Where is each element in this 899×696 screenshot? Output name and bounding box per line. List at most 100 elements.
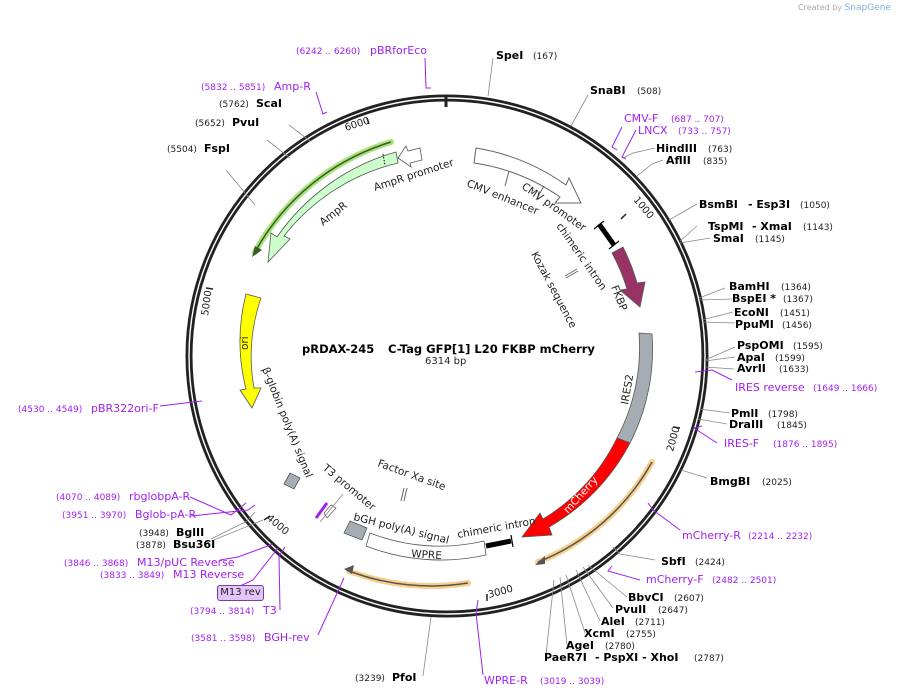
enzyme-smai: SmaI <box>713 232 744 245</box>
enzyme-bspei: BspEI * <box>732 292 776 305</box>
map-label-text: (1456) <box>782 321 812 331</box>
wpre-orf <box>346 568 471 589</box>
map-label-text: (1050) <box>800 201 830 211</box>
enzyme-tspmi: TspMI <box>708 220 744 233</box>
enzyme-pspomi: PspOMI <box>737 339 784 352</box>
enzyme-agei: AgeI <box>566 639 594 652</box>
primer-t3: T3 <box>262 604 277 617</box>
enzyme-pvui: PvuI <box>232 116 259 129</box>
map-label-text: (5832 .. 5851) <box>201 83 265 93</box>
cmv-feature-arrow[interactable] <box>473 147 582 204</box>
primer-rbglobpa-r: rbglobpA-R <box>129 490 190 503</box>
primer-m13-reverse: M13 Reverse <box>173 568 244 581</box>
map-label-text: - PspXI - XhoI <box>595 651 678 664</box>
plasmid-description: C-Tag GFP[1] L20 FKBP mCherry <box>388 342 595 356</box>
primer-pbrforeco: pBRforEco <box>370 44 427 57</box>
plasmid-length: 6314 bp <box>425 356 466 367</box>
enzyme-pvuii: PvuII <box>615 603 646 616</box>
enzyme-fspi: FspI <box>204 142 230 155</box>
map-label-text: (1633) <box>779 365 809 375</box>
map-label-text: (1595) <box>793 342 823 352</box>
map-label-text: (5762) <box>219 100 249 110</box>
tick-3000: 3000 <box>487 584 514 601</box>
primer-mcherry-f: mCherry-F <box>646 573 704 586</box>
chimeric-intron-1-bar <box>596 222 617 247</box>
ori-feature-arrow[interactable] <box>239 293 262 409</box>
bgh-polya-box[interactable] <box>343 520 368 541</box>
enzyme-apai: ApaI <box>737 351 765 364</box>
enzyme-pfoi: PfoI <box>392 671 417 684</box>
map-label-text: (835) <box>703 157 727 167</box>
enzyme-econi: EcoNI <box>734 306 769 319</box>
map-label-text: (3833 .. 3849) <box>100 571 164 581</box>
primer-ires-reverse: IRES reverse <box>735 381 805 394</box>
enzyme-bamhi: BamHI <box>729 280 770 293</box>
tick-5000: 5000 <box>200 290 214 317</box>
map-label-text: (2755) <box>626 630 656 640</box>
map-label-text: (3846 .. 3868) <box>64 559 128 569</box>
enzyme-aflii: AflII <box>666 154 691 167</box>
enzyme-bglii: BglII <box>176 526 204 539</box>
enzyme-paer7i: PaeR7I <box>544 651 587 664</box>
primer-bglob-pa-r: Bglob-pA-R <box>135 508 197 521</box>
map-label-text: (2647) <box>658 606 688 616</box>
primer-lncx: LNCX <box>638 124 668 137</box>
map-label-text: (2025) <box>762 478 792 488</box>
map-label-text: (1143) <box>803 223 833 233</box>
map-label-text: - XmaI <box>752 220 792 233</box>
map-label-text: (2607) <box>674 594 704 604</box>
ampr-label: AmpR <box>317 200 349 229</box>
map-label-text: (6242 .. 6260) <box>296 47 360 57</box>
primer-ires-f: IRES-F <box>724 437 759 450</box>
ampr-promoter-arrow[interactable] <box>397 145 423 168</box>
map-label-text: (733 .. 757) <box>678 127 731 137</box>
mcherry-feature-arrow[interactable] <box>521 437 631 538</box>
bglobin-polya-box[interactable] <box>283 472 301 490</box>
enzyme-bbvci: BbvCI <box>628 591 664 604</box>
primer-mcherry-r: mCherry-R <box>682 529 741 542</box>
map-label-text: (3794 .. 3814) <box>190 607 254 617</box>
backbone-ring <box>185 94 709 618</box>
map-label-text: (1364) <box>781 283 811 293</box>
map-label-text: - Esp3I <box>748 198 790 211</box>
map-label-text: (1798) <box>768 410 798 420</box>
map-label-text: (3239) <box>355 674 385 684</box>
snapgene-credit: Created by SnapGene <box>798 3 891 13</box>
map-label-text: (3878) <box>136 541 166 551</box>
primer-leaders <box>159 57 733 676</box>
map-label-text: (3948) <box>139 529 169 539</box>
enzyme-spei: SpeI <box>496 49 523 62</box>
enzyme-bsmbi: BsmBI <box>699 198 738 211</box>
primer-cmv-f: CMV-F <box>624 112 658 125</box>
map-label-text: (1451) <box>780 309 810 319</box>
map-label-text: (3581 .. 3598) <box>191 634 255 644</box>
ires2-label: IRES2 <box>619 374 636 406</box>
plasmid-name: pRDAX-245 <box>302 342 374 356</box>
chimeric-intron-2-bar <box>485 538 512 549</box>
enzyme-scai: ScaI <box>256 97 282 110</box>
enzyme-pmli: PmlI <box>731 407 758 420</box>
tick-4000: 4000 <box>264 513 291 538</box>
primer-amp-r: Amp-R <box>274 80 311 93</box>
primer-wpre-r: WPRE-R <box>484 674 528 687</box>
map-label-text: (3951 .. 3970) <box>62 511 126 521</box>
map-label-text: (508) <box>637 87 661 97</box>
map-label-text: (1876 .. 1895) <box>773 440 837 450</box>
enzyme-avrii: AvrII <box>737 362 766 375</box>
enzyme-alei: AleI <box>601 615 625 628</box>
map-label-text: (1367) <box>783 295 813 305</box>
factor-xa-label: Factor Xa site <box>376 458 447 494</box>
m13-rev-label-box[interactable]: M13 rev <box>217 585 264 601</box>
primer-m13-puc-reverse: M13/pUC Reverse <box>137 556 235 569</box>
tick-2000: 2000 <box>665 425 682 452</box>
enzyme-ppumi: PpuMI <box>735 318 774 331</box>
enzyme-hindiii: HindIII <box>656 142 697 155</box>
t3-promoter-label: T3 promoter <box>319 461 378 513</box>
map-label-text: (1599) <box>775 354 805 364</box>
enzyme-leaders <box>203 57 736 677</box>
fkbp-feature-arrow[interactable] <box>611 246 646 308</box>
bglobin-label: β-globin poly(A) signal <box>259 366 314 480</box>
primer-pbr322ori-f: pBR322ori-F <box>91 402 159 415</box>
wpre-feature[interactable] <box>365 532 487 561</box>
